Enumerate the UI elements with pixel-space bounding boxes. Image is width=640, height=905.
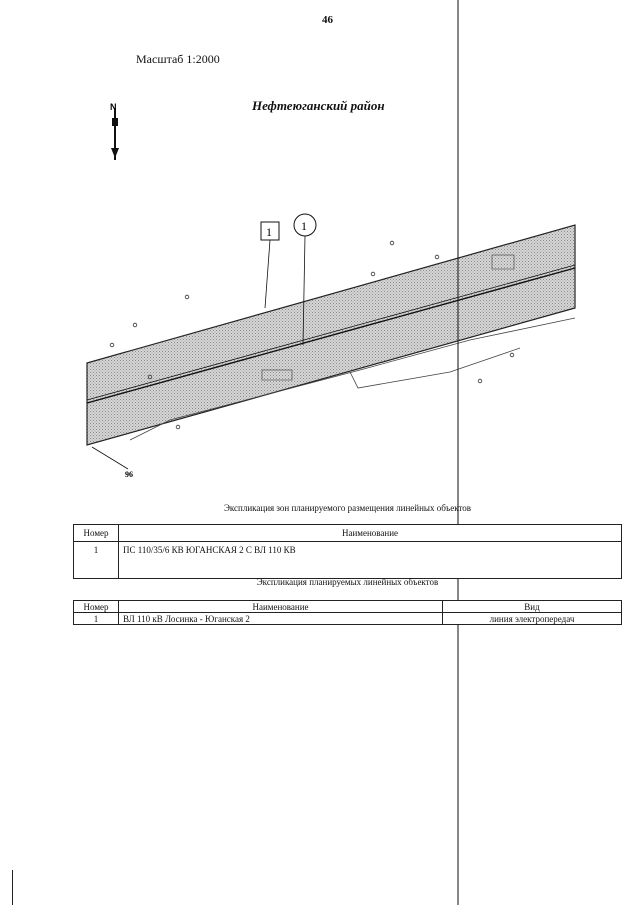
zones-table-title: Экспликация зон планируемого размещения … — [223, 503, 472, 513]
scan-artifact-line — [457, 0, 459, 905]
row-number: 1 — [73, 541, 119, 579]
column-header-number: Номер — [73, 600, 119, 613]
row-type: линия электропередач — [442, 612, 622, 625]
region-title: Нефтеюганский район — [252, 98, 385, 113]
survey-points — [109, 240, 515, 430]
north-arrow-letter: N — [110, 102, 117, 112]
objects-table: Номер Наименование Вид 1 ВЛ 110 кВ Лосин… — [73, 600, 622, 625]
table-row: 1 ПС 110/35/6 КВ ЮГАНСКАЯ 2 С ВЛ 110 КВ — [73, 541, 622, 579]
callout-circle-text: 1 — [301, 219, 307, 233]
scale-label: Масштаб 1:2000 — [136, 52, 220, 66]
object-mark — [261, 369, 293, 381]
scan-artifact-line — [12, 870, 13, 905]
column-header-name: Наименование — [118, 600, 443, 613]
table-header-row: Номер Наименование Вид — [73, 600, 622, 613]
column-header-name: Наименование — [118, 524, 622, 542]
line-callout-circle: 1 — [293, 213, 317, 346]
row-name: ВЛ 110 кВ Лосинка - Юганская 2 — [118, 612, 443, 625]
column-header-number: Номер — [73, 524, 119, 542]
boundary-outline — [129, 317, 576, 441]
lower-outline — [349, 347, 521, 389]
callout-square-text: 1 — [266, 225, 272, 239]
page-number: 46 — [322, 14, 333, 26]
column-header-type: Вид — [442, 600, 622, 613]
table-row: 1 ВЛ 110 кВ Лосинка - Юганская 2 линия э… — [73, 612, 622, 625]
corridor-axis-line — [86, 264, 576, 401]
row-number: 1 — [73, 612, 119, 625]
corridor-edge-line — [86, 267, 576, 404]
zones-table: Номер Наименование 1 ПС 110/35/6 КВ ЮГАН… — [73, 524, 622, 579]
segment-label: 96 — [125, 470, 133, 479]
objects-table-title: Экспликация планируемых линейных объекто… — [256, 577, 439, 587]
table-header-row: Номер Наименование — [73, 524, 622, 542]
zone-callout-square: 1 — [260, 221, 280, 309]
segment-leader — [91, 446, 129, 470]
north-arrow-icon: N — [110, 102, 119, 160]
row-name: ПС 110/35/6 КВ ЮГАНСКАЯ 2 С ВЛ 110 КВ — [118, 541, 622, 579]
object-mark — [491, 254, 515, 270]
